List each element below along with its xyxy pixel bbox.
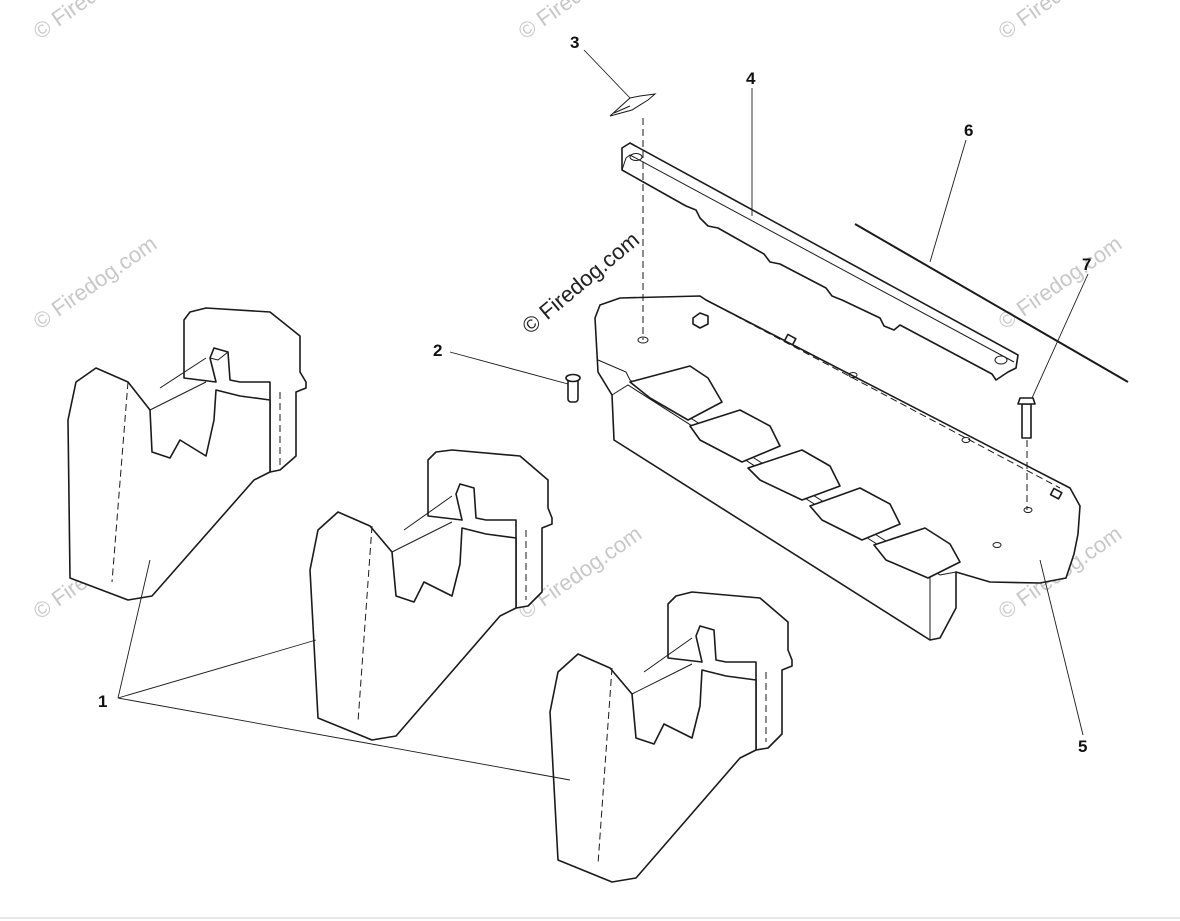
- callout-4: 4: [746, 69, 756, 88]
- callout-5: 5: [1078, 737, 1087, 756]
- callout-3: 3: [570, 33, 579, 52]
- part-1-weight-c: [549, 591, 793, 883]
- part-1-weight-b: [309, 449, 553, 741]
- callout-7: 7: [1082, 255, 1091, 274]
- callout-2: 2: [433, 341, 442, 360]
- part-1-weight-a: [67, 307, 307, 601]
- callout-6: 6: [964, 121, 973, 140]
- watermark-tile: © Firedog.com: [29, 231, 162, 334]
- watermark-tile: © Firedog.com: [994, 231, 1127, 334]
- part-2-clevis-pin: [565, 373, 581, 403]
- part-4-strap: [621, 142, 1019, 381]
- callouts: 1 2 3 4 5 6 7: [98, 33, 1091, 756]
- part-7-bolt: [1017, 397, 1036, 510]
- leader-lines: [117, 49, 1089, 781]
- part-6-rod: [854, 223, 1129, 383]
- callout-1: 1: [98, 692, 107, 711]
- part-5-tray: [594, 295, 1081, 641]
- watermark-tile: © Firedog.com: [514, 0, 647, 44]
- watermark-tile: © Firedog.com: [29, 0, 162, 44]
- watermark-tile: © Firedog.com: [994, 0, 1127, 44]
